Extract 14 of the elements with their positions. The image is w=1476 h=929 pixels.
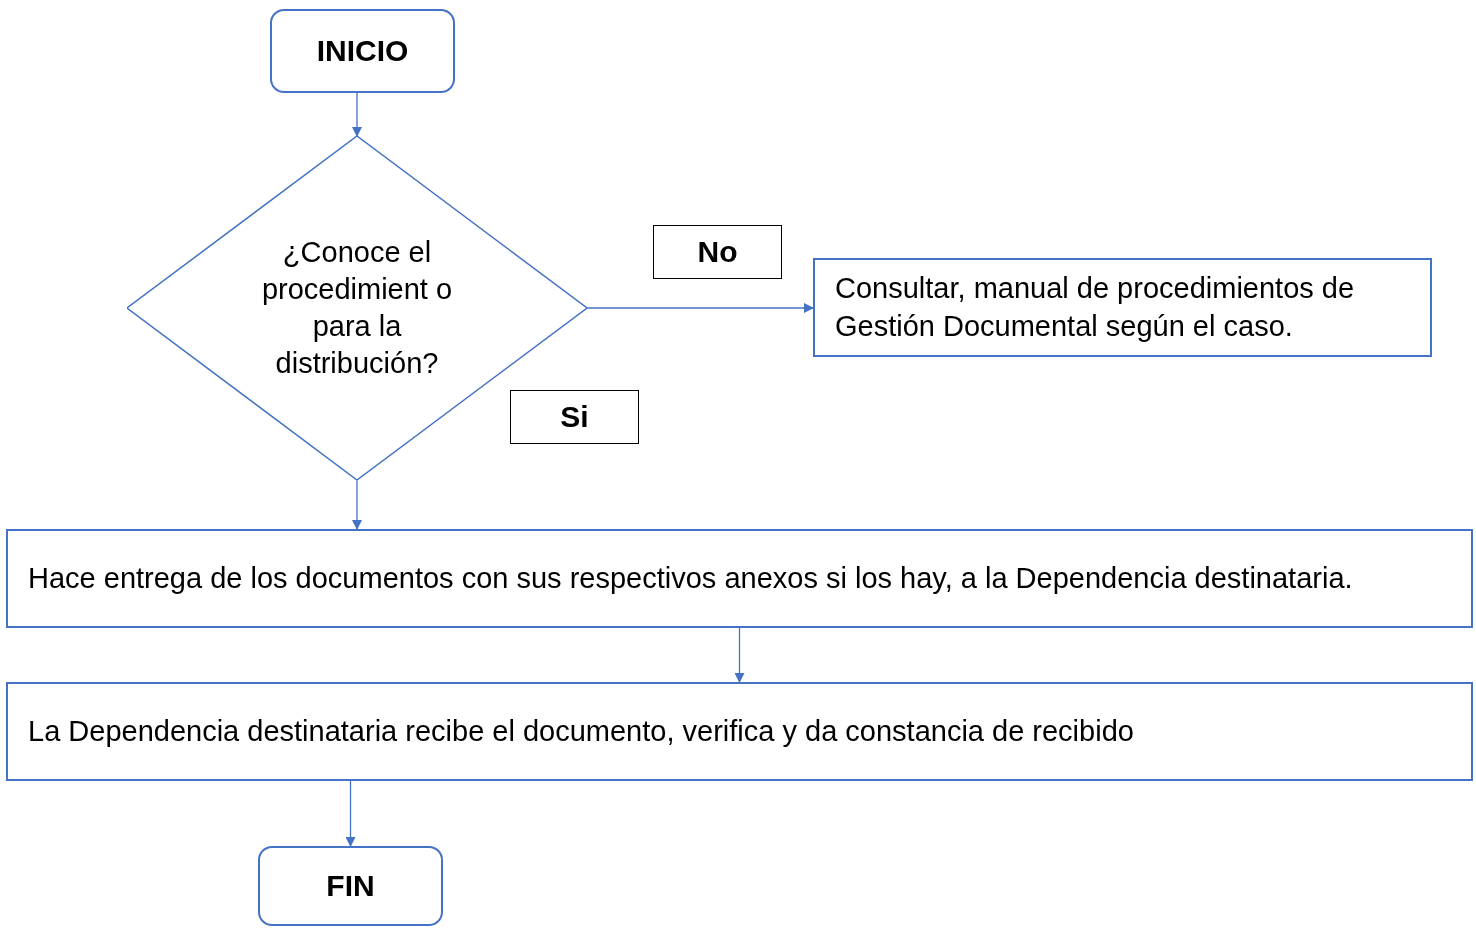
- terminal-box: INICIO: [270, 9, 455, 93]
- process-box: La Dependencia destinataria recibe el documento, verifica y da constancia de recibido: [6, 682, 1473, 781]
- arrow: [352, 92, 362, 137]
- decision-diamond: [127, 136, 587, 480]
- arrow: [352, 479, 362, 530]
- arrow: [586, 303, 814, 313]
- answer-label-box: No: [653, 225, 782, 279]
- decision-text: ¿Conoce el procedimient o para la distribución?: [260, 234, 454, 382]
- arrow: [734, 627, 745, 683]
- terminal-box: FIN: [258, 846, 443, 926]
- arrow: [345, 780, 356, 847]
- process-box: Consultar, manual de procedimientos de Gestión Documental según el caso.: [813, 258, 1432, 357]
- answer-label-box: Si: [510, 390, 639, 444]
- process-box: Hace entrega de los documentos con sus respectivos anexos si los hay, a la Dependencia destinataria.: [6, 529, 1473, 628]
